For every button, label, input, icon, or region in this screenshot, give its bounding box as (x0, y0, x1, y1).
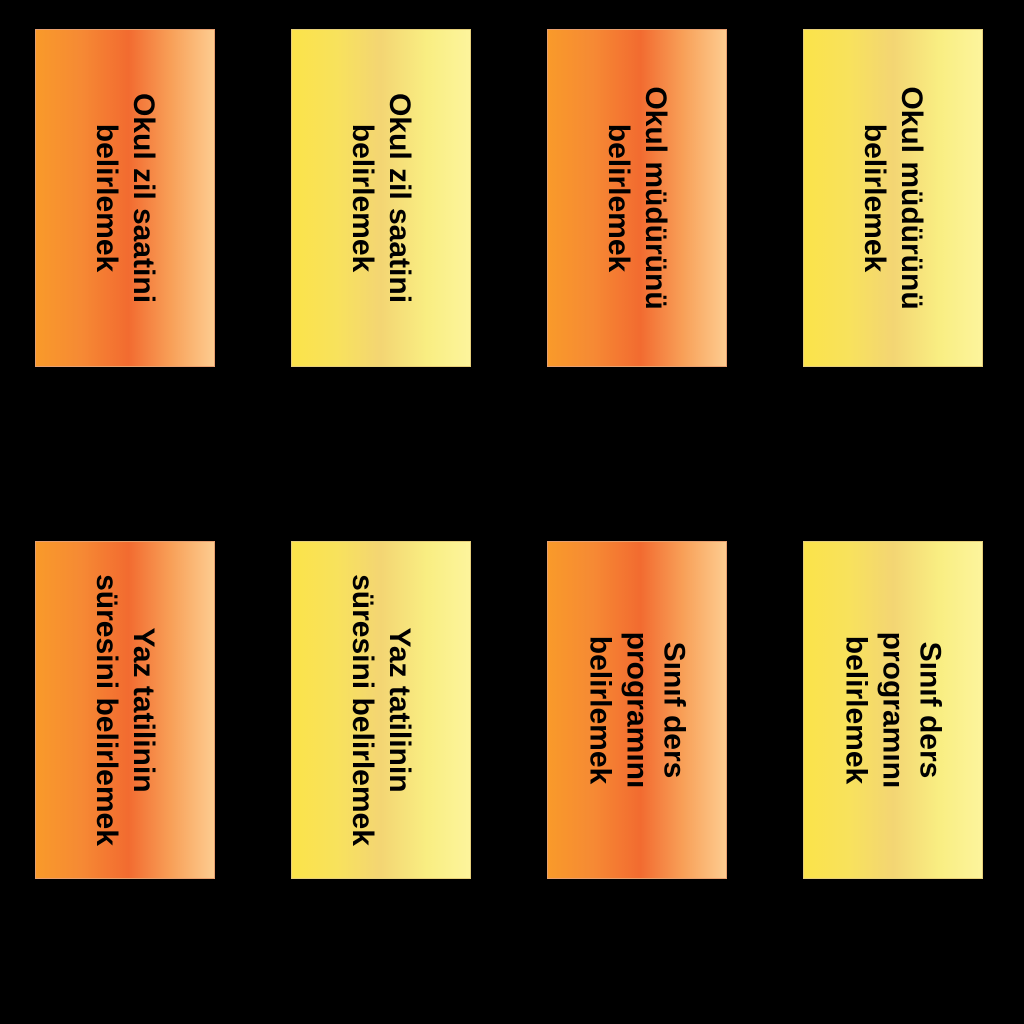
card-label: Yaz tatilinin süresini belirlemek (346, 574, 416, 846)
card-yaz-tatili-yellow: Yaz tatilinin süresini belirlemek (291, 541, 471, 879)
card-ders-programi-orange: Sınıf ders programını belirlemek (547, 541, 727, 879)
card-okul-muduru-orange: Okul müdürünü belirlemek (547, 29, 727, 367)
card-okul-zil-saatini-yellow: Okul zil saatini belirlemek (291, 29, 471, 367)
card-label: Okul zil saatini belirlemek (346, 92, 416, 304)
card-ders-programi-yellow: Sınıf ders programını belirlemek (803, 541, 983, 879)
card-label: Okul müdürünü belirlemek (858, 86, 928, 310)
card-yaz-tatili-orange: Yaz tatilinin süresini belirlemek (35, 541, 215, 879)
card-okul-zil-saatini-orange: Okul zil saatini belirlemek (35, 29, 215, 367)
card-label: Sınıf ders programını belirlemek (839, 631, 947, 789)
card-label: Okul müdürünü belirlemek (602, 86, 672, 310)
card-label: Sınıf ders programını belirlemek (583, 631, 691, 789)
card-okul-muduru-yellow: Okul müdürünü belirlemek (803, 29, 983, 367)
card-label: Okul zil saatini belirlemek (90, 92, 160, 304)
card-label: Yaz tatilinin süresini belirlemek (90, 574, 160, 846)
